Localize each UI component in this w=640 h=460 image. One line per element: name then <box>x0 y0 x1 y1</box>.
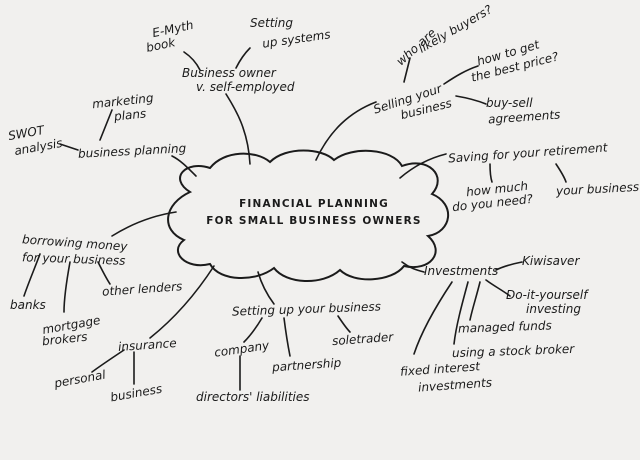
link-borrowing-banks <box>23 253 41 297</box>
link-investments-broker <box>453 281 469 345</box>
node-agreements-line-1: buy-sell <box>486 96 533 110</box>
link-planning-swot <box>59 143 79 151</box>
link-investments-kiwisaver <box>495 261 523 271</box>
link-selling-price <box>443 65 479 85</box>
node-diy-line-1: Do-it-yourself <box>506 288 588 302</box>
link-cloud-investments <box>401 261 425 273</box>
link-borrowing-mortgage <box>63 261 71 313</box>
link-cloud-borrowing <box>111 211 177 237</box>
link-cloud-insurance <box>149 265 215 339</box>
node-directors-liabilities: directors' liabilities <box>196 390 310 404</box>
link-retirement-need <box>489 163 493 183</box>
link-cloud-retirement <box>399 153 447 179</box>
link-cloud-selling <box>315 101 377 161</box>
link-selling-agreements <box>455 95 487 105</box>
center-node: FINANCIAL PLANNING FOR SMALL BUSINESS OW… <box>196 196 432 230</box>
link-setup-soletrader <box>337 315 351 333</box>
center-line-1: FINANCIAL PLANNING <box>239 198 389 210</box>
link-cloud-business-owner <box>225 93 251 165</box>
node-diy-line-2: investing <box>526 302 581 316</box>
center-line-2: FOR SMALL BUSINESS OWNERS <box>206 215 422 227</box>
link-investments-fixed <box>413 281 453 355</box>
link-cloud-planning <box>171 155 197 177</box>
link-owner-emyth <box>183 51 201 71</box>
node-investments: Investments <box>424 264 499 278</box>
node-banks: banks <box>10 298 46 312</box>
link-planning-marketing <box>99 109 113 141</box>
node-kiwisaver: Kiwisaver <box>522 254 580 268</box>
link-setup-partnership <box>283 317 291 357</box>
link-cloud-setup <box>257 271 275 305</box>
link-selling-buyers <box>403 57 411 83</box>
link-setup-company <box>243 317 263 343</box>
link-insurance-personal <box>91 349 125 373</box>
node-business-owner-line-2: v. self-employed <box>196 80 295 94</box>
link-borrowing-lenders <box>97 261 111 285</box>
node-business-owner-line-1: Business owner <box>182 66 276 80</box>
center-cloud <box>167 149 450 283</box>
link-retirement-yourbiz <box>555 163 567 183</box>
link-owner-setting <box>235 47 251 69</box>
link-investments-diy <box>485 279 511 297</box>
link-investments-managed <box>469 281 481 321</box>
node-setting-systems-line-1: Setting <box>250 16 293 30</box>
